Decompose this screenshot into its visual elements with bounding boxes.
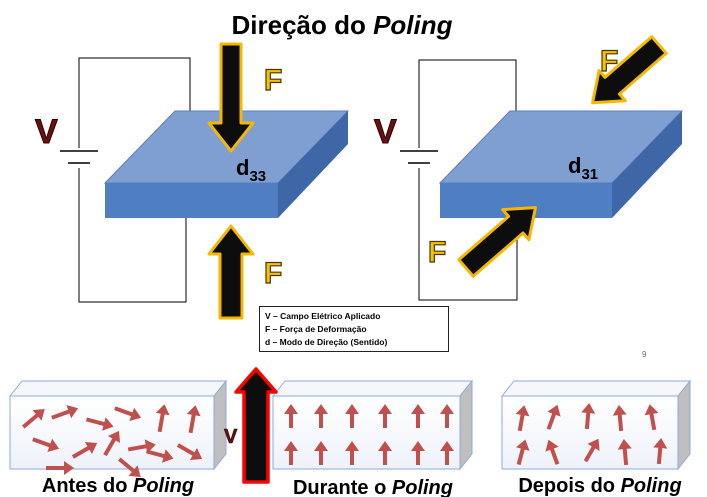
force-label-top: F (264, 64, 282, 97)
field-voltage-label: V (224, 426, 238, 448)
label-before-poling: Antes do Poling (42, 475, 194, 497)
dipole-arrow (21, 409, 45, 429)
dipole-arrow (114, 406, 142, 421)
dipole-arrow (145, 449, 174, 463)
force-label-top: F (600, 45, 618, 78)
circuit-wire (418, 59, 517, 150)
block-before-poling (8, 379, 228, 477)
dipole-arrow (440, 404, 454, 428)
voltage-label: V (374, 113, 397, 151)
legend-box: V – Campo Elétrico Aplicado F – Força de… (259, 306, 449, 352)
circuit-wire (418, 168, 518, 301)
dipole-arrow (411, 404, 425, 428)
piezo-plate-side (278, 111, 348, 218)
dipole-arrow (85, 417, 114, 431)
dipole-arrow (345, 441, 359, 465)
dipole-arrow (440, 441, 454, 465)
dipole-arrow (644, 404, 659, 431)
dipole-arrow (314, 441, 328, 465)
dipole-arrow (186, 405, 201, 434)
dipole-arrow (284, 404, 298, 428)
dipole-arrow (617, 439, 632, 466)
force-label-bottom: F (264, 257, 282, 290)
circuit-wire (78, 168, 187, 303)
dipole-arrow (545, 439, 560, 465)
title: Direção do Poling (231, 10, 452, 40)
force-arrow-diagonal-bottom (457, 206, 537, 278)
dipole-arrow (176, 443, 203, 461)
dipole-arrow (581, 403, 596, 430)
dipole-arrow (378, 441, 392, 465)
electric-field-arrow (234, 367, 278, 484)
dipole-arrow (345, 404, 359, 428)
dipole-arrow (653, 438, 668, 465)
dipole-arrow (314, 404, 328, 428)
dipole-arrows-aligned (284, 404, 454, 465)
piezo-plate-side (612, 111, 682, 218)
dipole-arrows-mostly-aligned (515, 403, 668, 466)
dipole-arrow (117, 457, 141, 477)
mode-label: d33 (236, 155, 266, 185)
dipole-arrow (515, 405, 530, 432)
dipole-arrow (103, 430, 121, 457)
label-after-poling: Depois do Poling (518, 475, 681, 497)
dipole-arrow (612, 405, 627, 432)
legend-line-force: F – Força de Deformação (265, 324, 367, 334)
circuit-wire (78, 57, 191, 160)
block-during-poling (271, 379, 474, 471)
dipole-arrow (51, 405, 79, 420)
force-arrow-down (207, 42, 255, 153)
dipole-arrow (32, 437, 60, 452)
force-arrow-up (207, 224, 255, 320)
dipole-arrow (516, 439, 530, 466)
block-after-poling (500, 379, 692, 471)
dipole-arrow (155, 404, 170, 433)
force-label-bottom: F (428, 236, 446, 269)
force-arrow-diagonal-top (591, 35, 668, 105)
mode-label: d31 (568, 153, 598, 183)
voltage-label: V (35, 113, 58, 151)
legend-line-mode: d – Modo de Direção (Sentido) (265, 337, 388, 347)
d31-diagram: V F F d31 (374, 35, 684, 301)
d33-diagram: V F F d33 (35, 42, 350, 320)
dipole-arrow (284, 441, 298, 465)
dipole-arrow (378, 404, 392, 428)
dipole-arrow (583, 438, 600, 463)
dipole-arrows-random (21, 404, 203, 477)
label-during-poling: Durante o Poling (293, 477, 453, 497)
legend-line-voltage: V – Campo Elétrico Aplicado (265, 311, 381, 321)
dipole-arrow (46, 461, 74, 475)
page-number: 9 (642, 350, 647, 359)
dipole-arrow (71, 441, 98, 459)
piezo-plate-front (105, 183, 278, 218)
dipole-arrow (546, 404, 561, 430)
dipole-arrow (411, 441, 425, 465)
